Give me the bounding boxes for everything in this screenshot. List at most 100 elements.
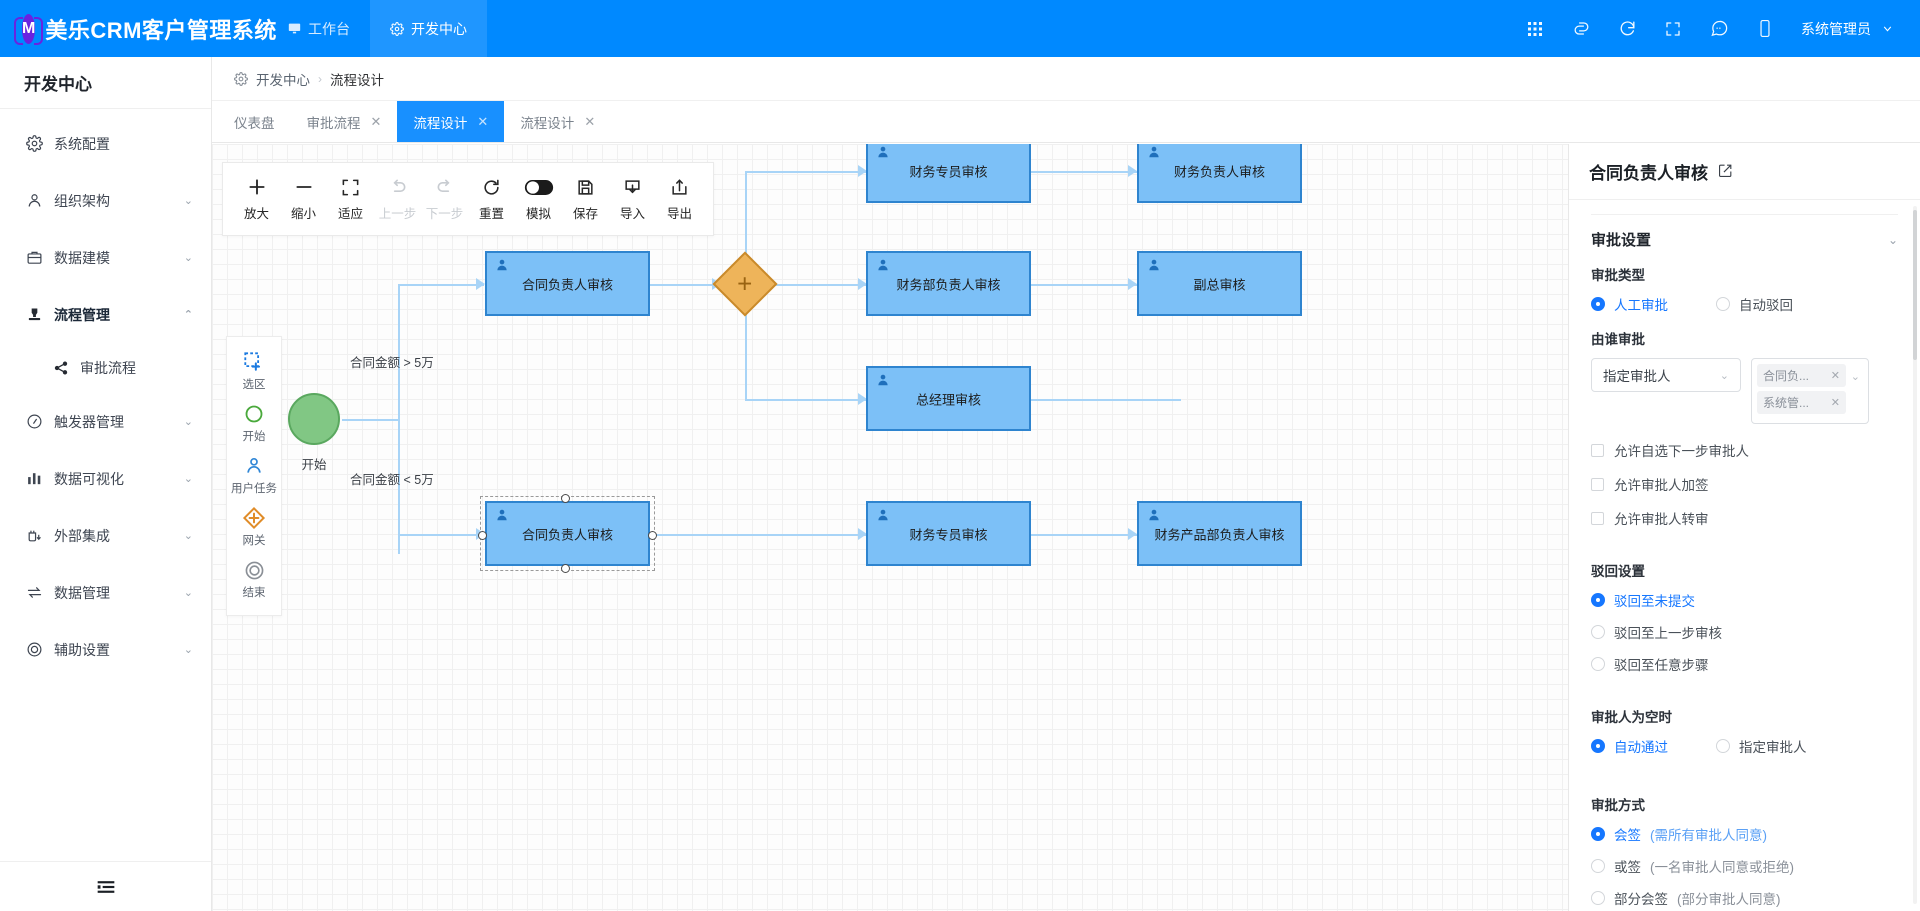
close-icon[interactable]: ✕	[584, 113, 596, 129]
chevron-down-icon[interactable]: ⌄	[183, 195, 193, 207]
undo-button[interactable]: 上一步	[374, 176, 421, 222]
fullscreen-icon[interactable]	[1663, 19, 1683, 39]
radio-auto-reject[interactable]: 自动驳回	[1716, 294, 1793, 314]
task-node-contract-owner-selected[interactable]: 合同负责人审核	[478, 494, 657, 573]
simulate-toggle[interactable]: 模拟	[515, 176, 562, 222]
fit-screen-button[interactable]: 适应	[327, 176, 374, 222]
resize-handle-bottom[interactable]	[561, 564, 570, 573]
checkbox-self-select-next-approver[interactable]: 允许自选下一步审批人	[1591, 440, 1898, 460]
tab-approval-flow[interactable]: 审批流程 ✕	[291, 101, 398, 142]
link-icon[interactable]	[1571, 19, 1591, 39]
save-icon	[576, 176, 595, 198]
radio-mode-partial-sign[interactable]: 部分会签 (部分审批人同意)	[1591, 888, 1898, 908]
palette-item-label: 用户任务	[231, 483, 277, 495]
redo-button[interactable]: 下一步	[421, 176, 468, 222]
topnav-workbench[interactable]: 工作台	[268, 0, 370, 57]
mobile-icon[interactable]	[1755, 19, 1775, 39]
brand-title: 美乐CRM客户管理系统	[45, 17, 277, 43]
sidebar-item-data-management[interactable]: 数据管理 ⌄	[0, 564, 211, 621]
assignee-tag[interactable]: 系统管... ✕	[1757, 391, 1846, 414]
radio-reject-to-any-step[interactable]: 驳回至任意步骤	[1591, 654, 1898, 674]
radio-mode-any-sign[interactable]: 或签 (一名审批人同意或拒绝)	[1591, 856, 1898, 876]
palette-item-end[interactable]: 结束	[226, 553, 282, 605]
export-button[interactable]: 导出	[656, 176, 703, 222]
checkbox-allow-transfer[interactable]: 允许审批人转审	[1591, 508, 1898, 528]
palette-item-start[interactable]: 开始	[226, 397, 282, 449]
sidebar-item-trigger-management[interactable]: 触发器管理 ⌄	[0, 393, 211, 450]
task-node-finance-product-dept-lead[interactable]: 财务产品部负责人审核	[1137, 501, 1302, 566]
apps-grid-icon[interactable]	[1525, 19, 1545, 39]
brand-logo-area[interactable]: M 美乐CRM客户管理系统	[0, 13, 276, 45]
import-button[interactable]: 导入	[609, 176, 656, 222]
sidebar-item-org-structure[interactable]: 组织架构 ⌄	[0, 172, 211, 229]
radio-mode-all-sign[interactable]: 会签 (需所有审批人同意)	[1591, 824, 1898, 844]
minus-icon	[294, 176, 314, 198]
sidebar-item-external-integration[interactable]: 外部集成 ⌄	[0, 507, 211, 564]
checkbox-allow-countersign[interactable]: 允许审批人加签	[1591, 474, 1898, 494]
sidebar-item-data-modeling[interactable]: 数据建模 ⌄	[0, 229, 211, 286]
chevron-up-icon[interactable]: ⌃	[183, 309, 193, 321]
task-node-general-manager[interactable]: 总经理审核	[866, 366, 1031, 431]
target-icon	[24, 641, 44, 658]
chevron-down-icon[interactable]: ⌄	[183, 644, 193, 656]
topnav-devcenter[interactable]: 开发中心	[370, 0, 487, 57]
task-node-vp[interactable]: 副总审核	[1137, 251, 1302, 316]
close-icon[interactable]: ✕	[1830, 397, 1840, 409]
panel-scrollbar-thumb[interactable]	[1913, 210, 1917, 360]
radio-designate-approver[interactable]: 指定审批人	[1716, 736, 1807, 756]
chevron-down-icon[interactable]: ⌄	[183, 416, 193, 428]
sidebar-item-system-config[interactable]: 系统配置	[0, 115, 211, 172]
task-node-contract-owner-top[interactable]: 合同负责人审核	[485, 251, 650, 316]
zoom-out-button[interactable]: 缩小	[280, 176, 327, 222]
sidebar-subitem-approval-flow[interactable]: 审批流程	[0, 343, 211, 393]
properties-panel-body[interactable]: 审批设置 ⌄ 审批类型 人工审批 自动驳回 由谁审批 指定审批人 ⌄	[1569, 200, 1920, 911]
radio-manual-approval[interactable]: 人工审批	[1591, 294, 1668, 314]
close-icon[interactable]: ✕	[370, 113, 382, 129]
assignee-mode-select[interactable]: 指定审批人 ⌄	[1591, 358, 1741, 392]
radio-reject-to-unsubmitted[interactable]: 驳回至未提交	[1591, 590, 1898, 610]
parallel-gateway-icon: +	[737, 269, 753, 299]
chat-icon[interactable]	[1709, 19, 1729, 39]
close-icon[interactable]: ✕	[477, 113, 489, 129]
task-node-finance-specialist[interactable]: 财务专员审核	[866, 144, 1031, 203]
chevron-down-icon[interactable]: ⌄	[183, 252, 193, 264]
assignee-tag-label: 系统管...	[1763, 396, 1810, 410]
edit-square-icon[interactable]	[1718, 163, 1733, 181]
sidebar-collapse-button[interactable]	[0, 861, 211, 911]
start-event-node[interactable]	[288, 393, 340, 445]
task-node-finance-dept-lead[interactable]: 财务部负责人审核	[866, 251, 1031, 316]
assignee-tag[interactable]: 合同负... ✕	[1757, 364, 1846, 387]
task-node-finance-specialist-2[interactable]: 财务专员审核	[866, 501, 1031, 566]
assignee-tags-select[interactable]: 合同负... ✕ 系统管... ✕ ⌄	[1751, 358, 1869, 424]
palette-item-gateway[interactable]: 网关	[226, 501, 282, 553]
close-icon[interactable]: ✕	[1830, 370, 1840, 382]
reset-button[interactable]: 重置	[468, 176, 515, 222]
resize-handle-left[interactable]	[478, 531, 487, 540]
refresh-icon[interactable]	[1617, 19, 1637, 39]
section-approval-settings[interactable]: 审批设置 ⌄	[1591, 214, 1898, 250]
panel-scrollbar-track[interactable]	[1913, 206, 1917, 904]
save-button[interactable]: 保存	[562, 176, 609, 222]
sidebar-item-process-management[interactable]: 流程管理 ⌃	[0, 286, 211, 343]
task-node-finance-lead[interactable]: 财务负责人审核	[1137, 144, 1302, 203]
chevron-down-icon[interactable]: ⌄	[183, 473, 193, 485]
tab-flow-design-active[interactable]: 流程设计 ✕	[397, 101, 505, 142]
tab-dashboard[interactable]: 仪表盘	[218, 101, 291, 142]
breadcrumb-root[interactable]: 开发中心	[256, 72, 310, 88]
edge-gateway-down	[745, 284, 747, 399]
sidebar-item-data-visualization[interactable]: 数据可视化 ⌄	[0, 450, 211, 507]
palette-item-user-task[interactable]: 用户任务	[226, 449, 282, 501]
sidebar-item-assist-settings[interactable]: 辅助设置 ⌄	[0, 621, 211, 678]
resize-handle-right[interactable]	[648, 531, 657, 540]
resize-handle-top[interactable]	[561, 494, 570, 503]
chevron-down-icon[interactable]: ⌄	[183, 530, 193, 542]
chevron-down-icon[interactable]: ⌄	[183, 587, 193, 599]
palette-item-select[interactable]: 选区	[226, 345, 282, 397]
tab-flow-design-2[interactable]: 流程设计 ✕	[504, 101, 611, 142]
chevron-down-icon[interactable]: ⌄	[1887, 232, 1898, 247]
gateway-node[interactable]: +	[712, 251, 778, 317]
radio-reject-to-prev-step[interactable]: 驳回至上一步审核	[1591, 622, 1898, 642]
user-menu[interactable]: 系统管理员	[1801, 19, 1894, 39]
zoom-in-button[interactable]: 放大	[233, 176, 280, 222]
radio-auto-pass[interactable]: 自动通过	[1591, 736, 1668, 756]
